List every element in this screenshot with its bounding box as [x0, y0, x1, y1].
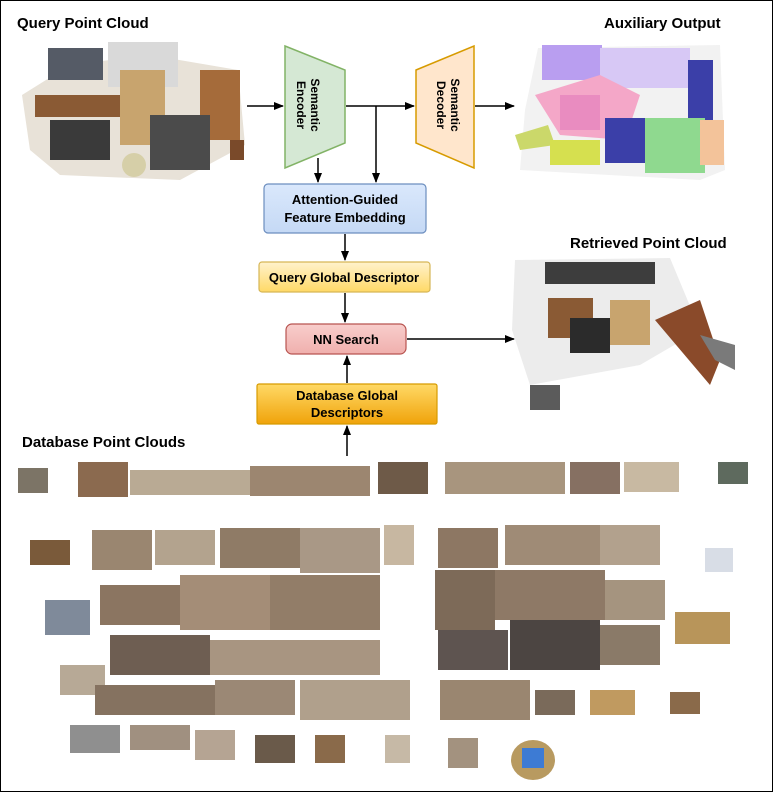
query-point-cloud-image: [22, 42, 245, 180]
semantic-decoder-label-2: Decoder: [434, 81, 448, 129]
database-descriptors-block: Database Global Descriptors: [256, 383, 438, 425]
semantic-decoder-block: Semantic Decoder: [415, 44, 475, 170]
semantic-decoder-label-1: Semantic: [448, 78, 462, 132]
query-descriptor-label: Query Global Descriptor: [269, 270, 419, 285]
semantic-encoder-label-2: Encoder: [294, 81, 308, 129]
semantic-encoder-label-1: Semantic: [308, 78, 322, 132]
query-descriptor-block: Query Global Descriptor: [258, 261, 431, 293]
query-point-cloud-title: Query Point Cloud: [17, 15, 149, 32]
database-point-clouds-title: Database Point Clouds: [22, 434, 185, 451]
database-point-clouds-image: [18, 462, 748, 780]
flow-arrows: [247, 102, 515, 456]
attention-embedding-block: Attention-Guided Feature Embedding: [263, 183, 427, 234]
auxiliary-output-title: Auxiliary Output: [604, 15, 721, 32]
database-descriptors-label-1: Database Global: [296, 388, 398, 403]
nn-search-label: NN Search: [313, 332, 379, 347]
retrieved-point-cloud-image: [512, 258, 735, 410]
semantic-encoder-block: Semantic Encoder: [284, 44, 346, 170]
nn-search-block: NN Search: [285, 323, 407, 355]
retrieved-point-cloud-title: Retrieved Point Cloud: [570, 235, 727, 252]
auxiliary-output-image: [515, 45, 725, 180]
attention-embedding-label-1: Attention-Guided: [292, 192, 398, 207]
database-descriptors-label-2: Descriptors: [311, 405, 383, 420]
attention-embedding-label-2: Feature Embedding: [284, 210, 405, 225]
